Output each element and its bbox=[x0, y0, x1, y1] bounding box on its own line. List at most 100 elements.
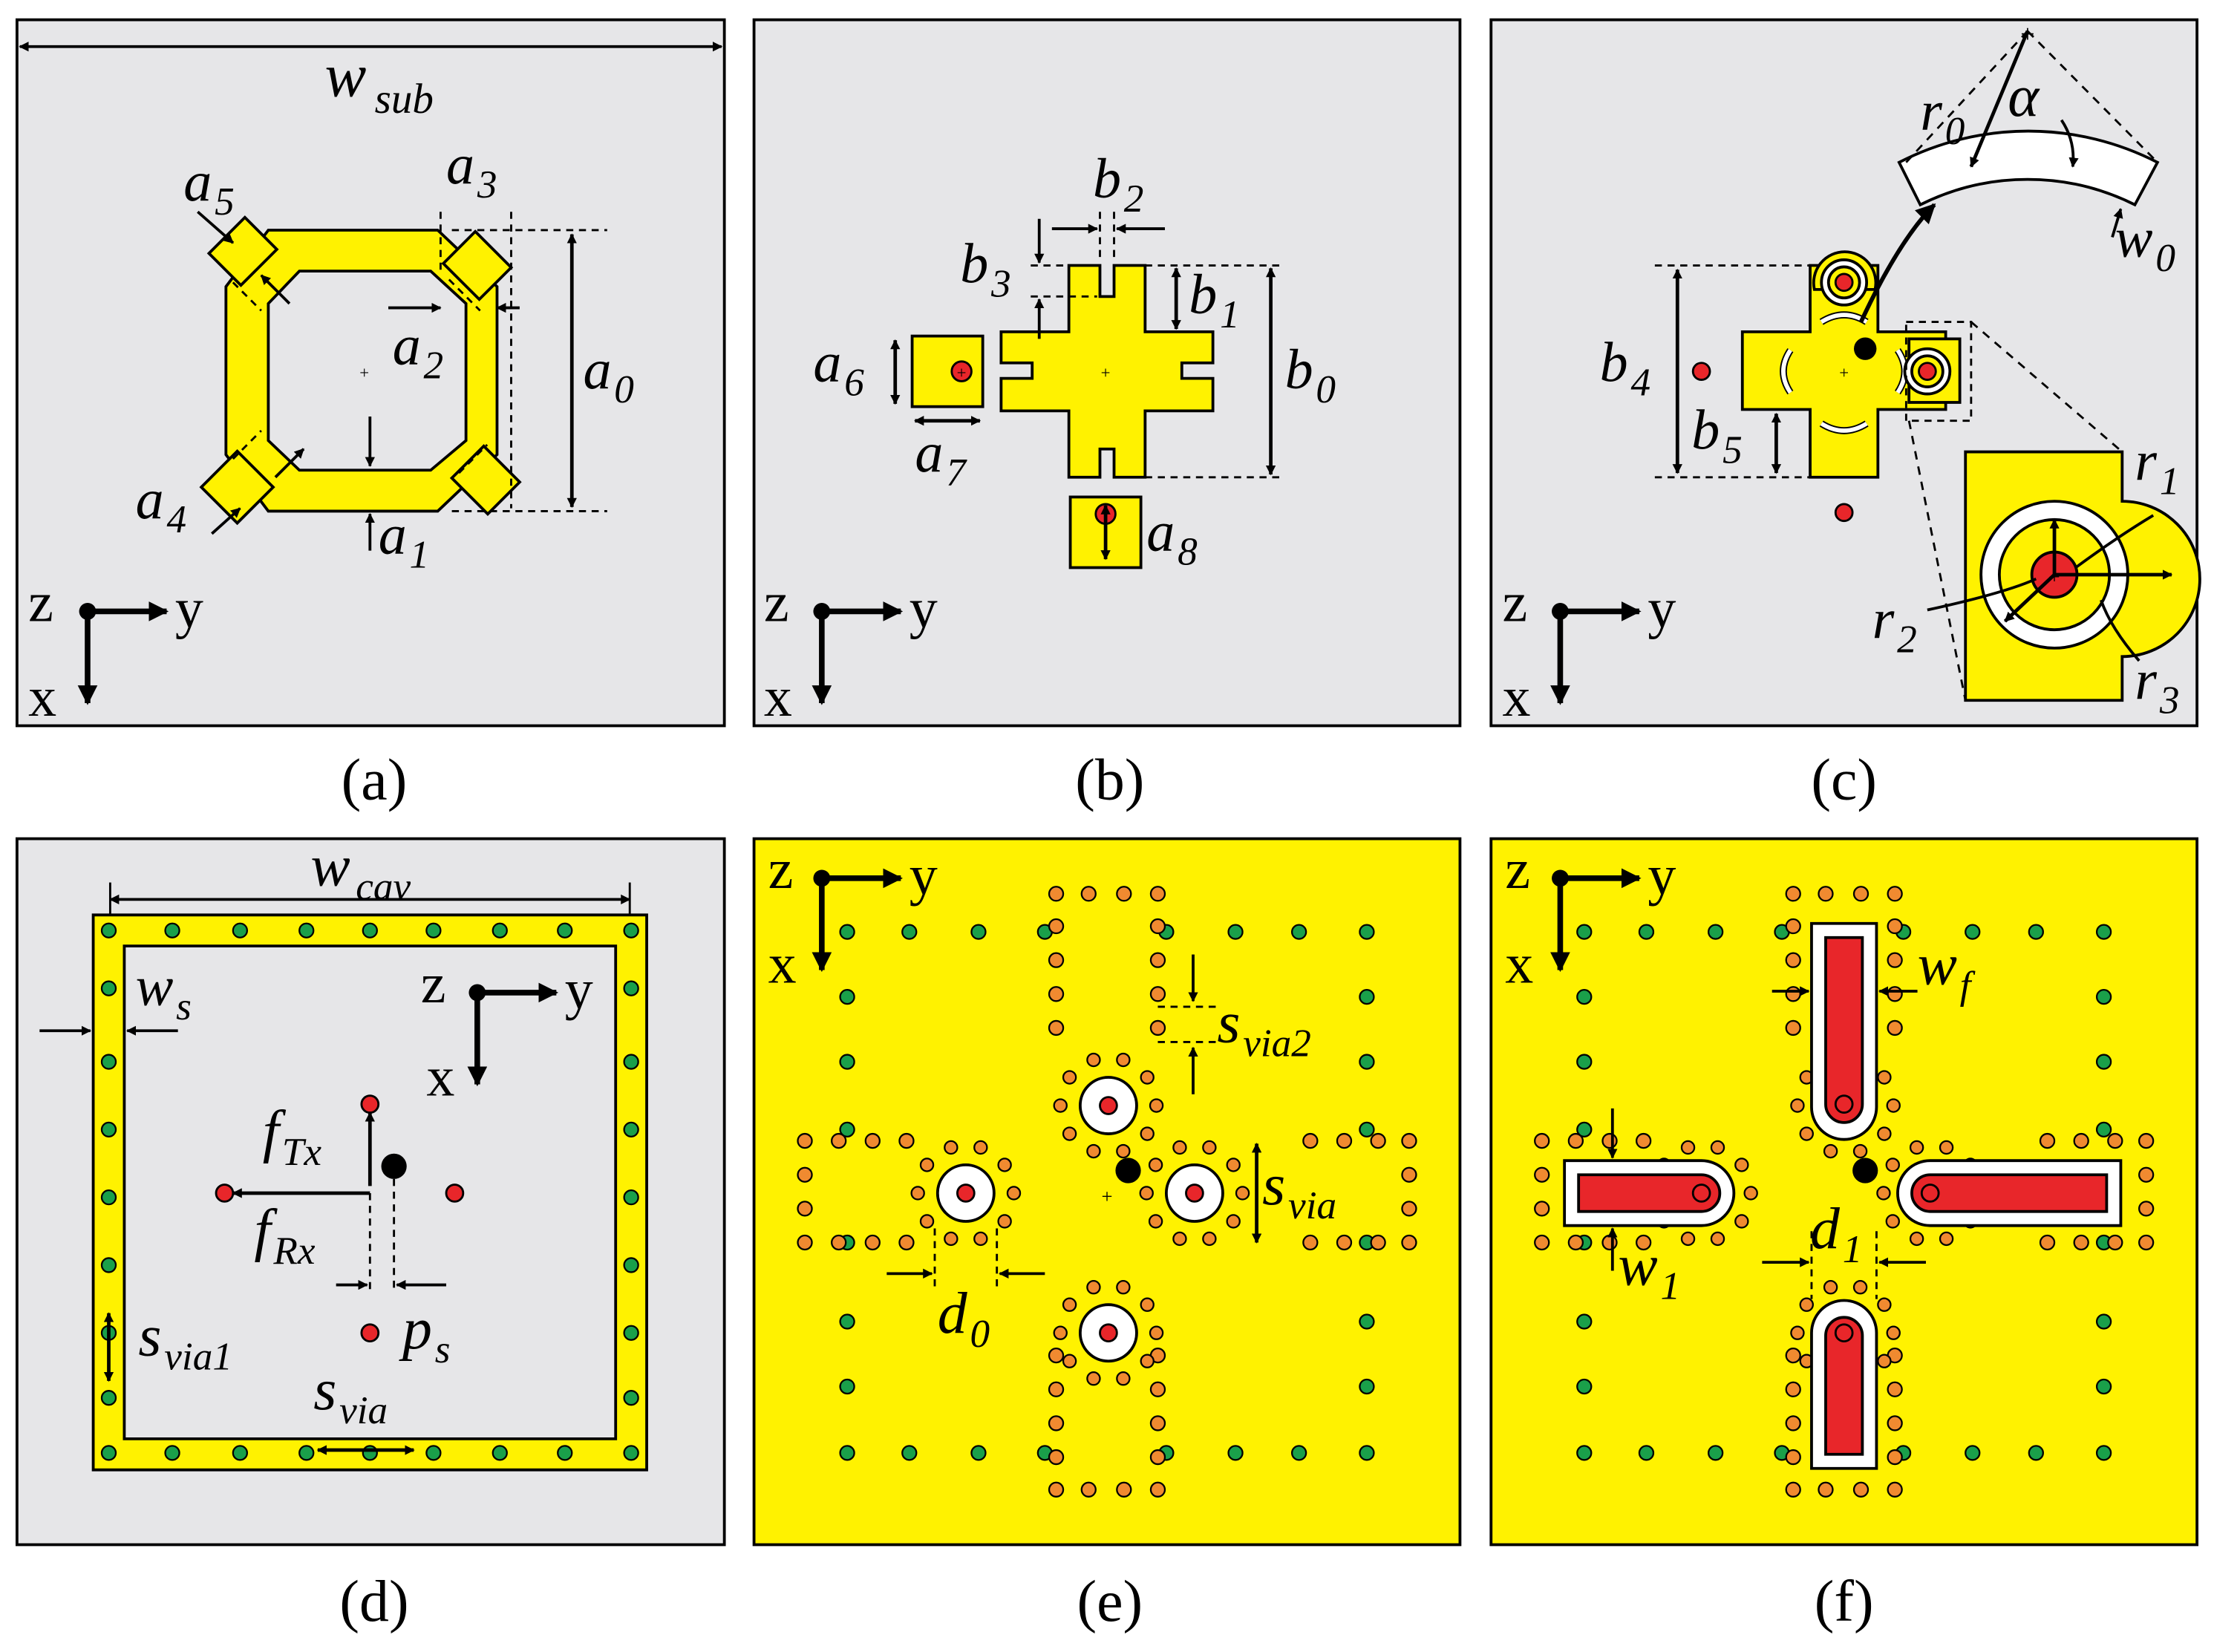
via bbox=[1680, 1140, 1696, 1155]
via bbox=[839, 1378, 855, 1395]
feed-tx bbox=[360, 1094, 380, 1114]
cross-patch-c bbox=[1740, 264, 1947, 479]
svg-text:y: y bbox=[1648, 844, 1676, 907]
via bbox=[1359, 988, 1375, 1005]
svg-text:y: y bbox=[910, 577, 938, 639]
via bbox=[1638, 924, 1655, 940]
via bbox=[1707, 924, 1724, 940]
via bbox=[1149, 952, 1166, 968]
via bbox=[1576, 988, 1593, 1005]
via bbox=[1140, 1126, 1155, 1141]
orange-vias-e bbox=[797, 886, 1417, 1498]
axes-f: z y x bbox=[1505, 838, 1676, 995]
ring-feed-right bbox=[1903, 337, 1962, 404]
via bbox=[1149, 1019, 1166, 1036]
via bbox=[100, 980, 117, 996]
feed-pad-left bbox=[910, 334, 984, 408]
feed-rx-left bbox=[215, 1184, 235, 1203]
via bbox=[1149, 1415, 1166, 1431]
via bbox=[623, 1257, 639, 1273]
via bbox=[1401, 1201, 1417, 1217]
via bbox=[1818, 1481, 1834, 1498]
via bbox=[1707, 1445, 1724, 1461]
via bbox=[1149, 918, 1166, 935]
via bbox=[1172, 1231, 1187, 1247]
via bbox=[1336, 1234, 1353, 1251]
via bbox=[2028, 924, 2044, 940]
via bbox=[1823, 1143, 1838, 1159]
via bbox=[910, 1186, 925, 1201]
via bbox=[1818, 886, 1834, 902]
svg-text:z: z bbox=[768, 838, 794, 901]
via bbox=[623, 980, 639, 996]
via bbox=[1290, 924, 1307, 940]
via bbox=[1148, 1214, 1163, 1229]
center-mark: + bbox=[359, 364, 369, 382]
via bbox=[997, 1158, 1012, 1172]
via bbox=[1202, 1231, 1217, 1247]
via bbox=[1734, 1214, 1749, 1229]
via bbox=[1636, 1234, 1652, 1251]
via bbox=[425, 1445, 442, 1461]
via bbox=[1743, 1186, 1758, 1201]
via bbox=[1359, 924, 1375, 940]
svg-text:z: z bbox=[764, 572, 789, 634]
via bbox=[1887, 886, 1903, 902]
via bbox=[1790, 1098, 1805, 1113]
panel-c: + bbox=[1489, 18, 2201, 812]
svg-text:x: x bbox=[764, 666, 792, 728]
via bbox=[970, 924, 987, 940]
via bbox=[1086, 1280, 1101, 1295]
via bbox=[1006, 1186, 1022, 1201]
via bbox=[1053, 1325, 1068, 1340]
via bbox=[1370, 1234, 1386, 1251]
via bbox=[1116, 1280, 1131, 1295]
via bbox=[232, 1445, 248, 1461]
via bbox=[1226, 1214, 1241, 1229]
coax-apertures-e bbox=[935, 1076, 1224, 1363]
via bbox=[901, 1445, 918, 1461]
axes-d: z y x bbox=[421, 953, 593, 1109]
via bbox=[2095, 1121, 2112, 1138]
via bbox=[1116, 1143, 1131, 1159]
via bbox=[1909, 1231, 1924, 1247]
via-red-bottom bbox=[1834, 503, 1854, 523]
via bbox=[623, 1390, 639, 1406]
substrate-a bbox=[15, 18, 726, 728]
via bbox=[1401, 1132, 1417, 1149]
via bbox=[1048, 1347, 1065, 1364]
via bbox=[1062, 1070, 1077, 1085]
via bbox=[839, 1445, 855, 1461]
via bbox=[1302, 1132, 1319, 1149]
via bbox=[1852, 1280, 1868, 1295]
via bbox=[944, 1231, 959, 1247]
svg-text:+: + bbox=[957, 364, 967, 382]
via bbox=[1048, 1019, 1065, 1036]
via bbox=[1636, 1132, 1652, 1149]
feed-rx-right bbox=[445, 1184, 465, 1203]
via bbox=[1149, 886, 1166, 902]
via bbox=[1235, 1186, 1250, 1201]
via bbox=[973, 1140, 988, 1155]
via bbox=[1710, 1231, 1725, 1247]
via bbox=[1799, 1297, 1814, 1312]
via bbox=[944, 1140, 959, 1155]
substrate-d bbox=[15, 837, 726, 1547]
via bbox=[1852, 1481, 1870, 1498]
cavity-vias bbox=[100, 922, 639, 1461]
via bbox=[164, 1445, 180, 1461]
via bbox=[492, 1445, 508, 1461]
via bbox=[1048, 918, 1065, 935]
via bbox=[1852, 1143, 1868, 1159]
via bbox=[1227, 924, 1244, 940]
